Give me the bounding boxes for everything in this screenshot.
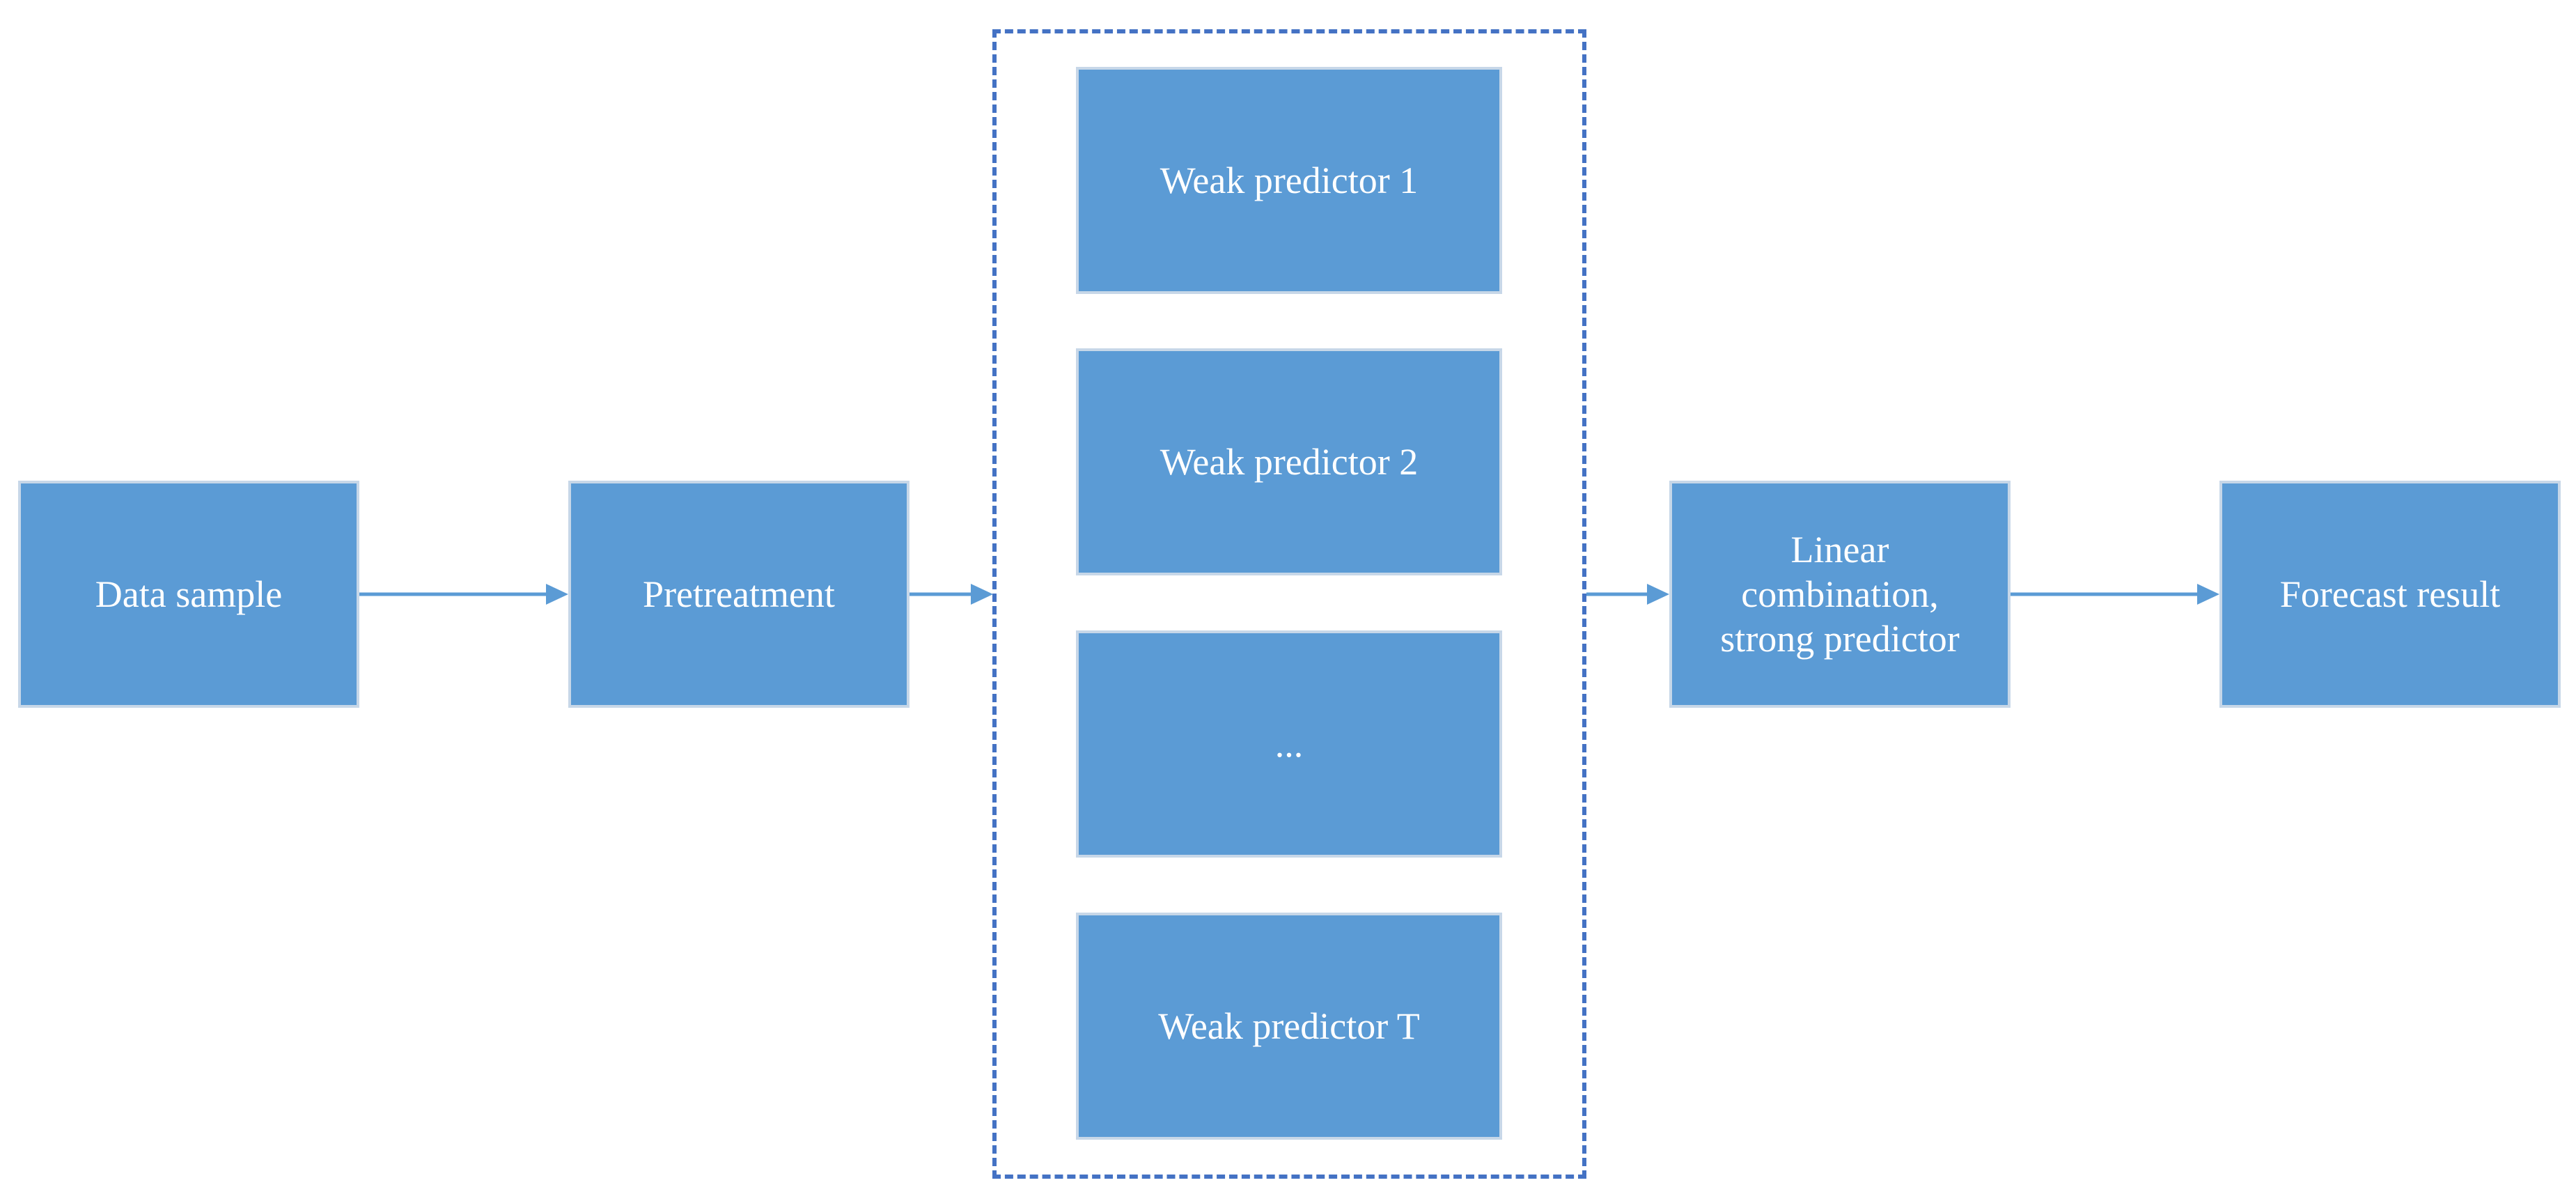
weak-predictor-2-label: Weak predictor 2 (1160, 441, 1419, 483)
data-sample-node: Data sample (18, 481, 359, 708)
arrow-linear-combination-to-forecast (2011, 584, 2219, 605)
forecast-result-label: Forecast result (2279, 573, 2501, 615)
arrow-data-to-pretreatment (359, 584, 568, 605)
pretreatment-label: Pretreatment (643, 573, 835, 615)
weak-predictor-2-node: Weak predictor 2 (1076, 348, 1502, 575)
weak-predictor-ellipsis-node: ... (1076, 630, 1502, 858)
weak-predictor-group (992, 29, 1586, 1179)
forecast-result-node: Forecast result (2219, 481, 2561, 708)
linear-combination-node: Linear combination, strong predictor (1669, 481, 2011, 708)
arrow-pretreatment-to-group (910, 584, 993, 605)
weak-predictor-ellipsis-label: ... (1274, 723, 1304, 765)
data-sample-label: Data sample (95, 573, 283, 615)
weak-predictor-1-node: Weak predictor 1 (1076, 67, 1502, 294)
linear-combination-label: Linear combination, strong predictor (1720, 529, 1960, 660)
pretreatment-node: Pretreatment (568, 481, 910, 708)
arrow-group-to-linear-combination (1586, 584, 1669, 605)
weak-predictor-1-label: Weak predictor 1 (1160, 160, 1419, 201)
weak-predictor-t-label: Weak predictor T (1158, 1005, 1420, 1047)
weak-predictor-t-node: Weak predictor T (1076, 913, 1502, 1140)
